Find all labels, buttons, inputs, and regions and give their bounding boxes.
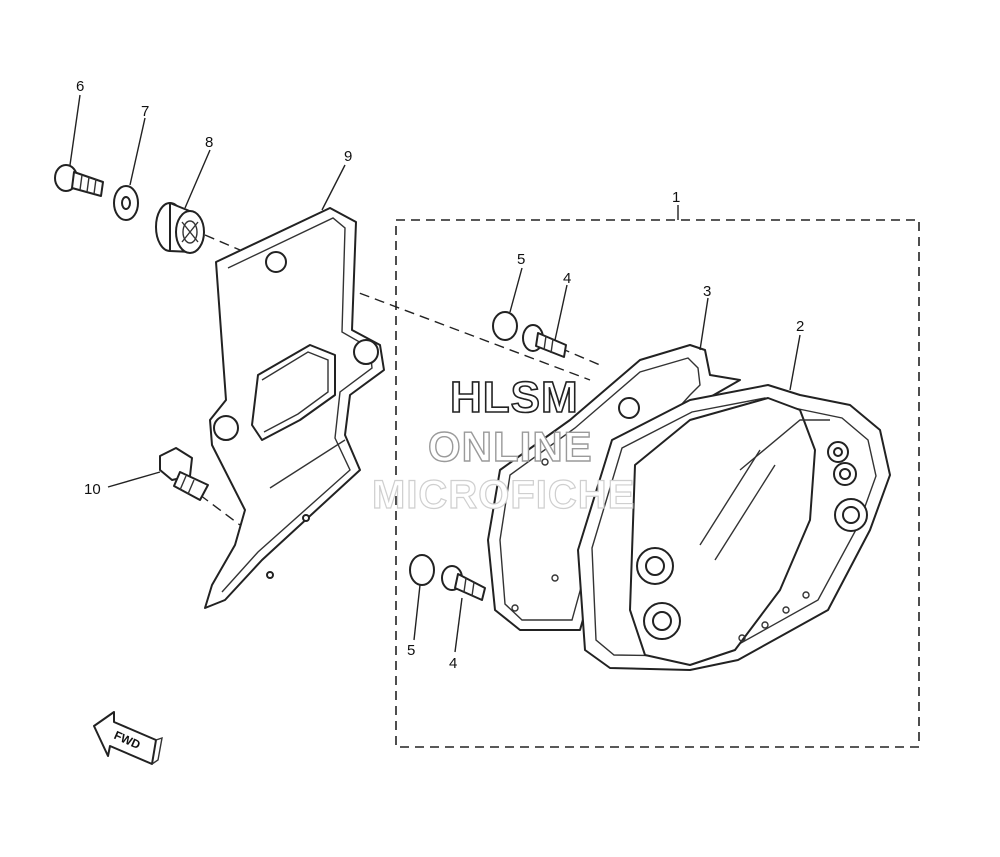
callout-8: 8 <box>205 134 213 151</box>
screw-part-4-upper <box>522 324 567 358</box>
callout-9: 9 <box>344 148 352 165</box>
watermark-line-3: MICROFICHE <box>372 473 635 517</box>
washer-part-7 <box>113 185 139 221</box>
callout-5-lower: 5 <box>407 642 415 659</box>
assembly-group-box <box>395 219 920 748</box>
bracket-plate-part-9 <box>204 207 385 609</box>
callout-5-upper: 5 <box>517 251 525 268</box>
forward-direction-arrow: FWD <box>93 711 163 765</box>
callout-4-lower: 4 <box>449 655 457 672</box>
bolt-part-10 <box>159 447 209 501</box>
callout-3: 3 <box>703 283 711 300</box>
screw-part-4-lower <box>441 565 486 601</box>
side-cover-part-2 <box>577 384 891 671</box>
callout-10: 10 <box>84 481 101 498</box>
bolt-part-6 <box>54 164 104 197</box>
callout-1: 1 <box>672 189 680 206</box>
callout-6: 6 <box>76 78 84 95</box>
watermark: HLSM ONLINE MICROFICHE <box>371 372 635 517</box>
cap-part-5-lower <box>409 554 435 586</box>
watermark-line-2: ONLINE <box>428 423 593 470</box>
watermark-line-1: HLSM <box>450 373 579 422</box>
cap-part-5-upper <box>492 311 518 341</box>
callout-leaders <box>69 94 801 653</box>
callout-7: 7 <box>141 103 149 120</box>
callout-4-upper: 4 <box>563 270 571 287</box>
callout-2: 2 <box>796 318 804 335</box>
grommet-part-8 <box>155 202 205 254</box>
callout-labels: 1 2 3 4 4 5 5 6 7 8 9 10 <box>76 78 804 672</box>
